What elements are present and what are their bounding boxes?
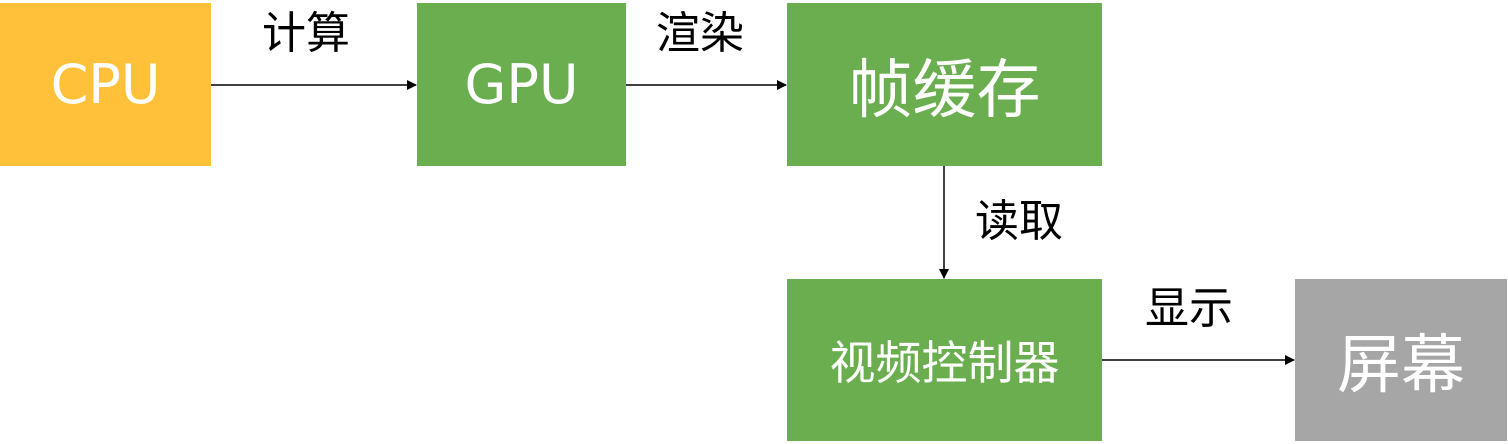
edge-label-compute: 计算 [262,8,350,59]
edge-label-render: 渲染 [656,8,744,59]
cpu-label: CPU [50,53,161,116]
frame-buffer-label: 帧缓存 [848,53,1041,128]
edge-label-display: 显示 [1145,283,1233,334]
frame-buffer-box: 帧缓存 [787,3,1102,166]
cpu-box: CPU [0,3,211,166]
edge-label-read: 读取 [975,196,1063,247]
video-controller-label: 视频控制器 [829,336,1060,390]
screen-box: 屏幕 [1295,279,1507,441]
gpu-label: GPU [464,53,579,116]
gpu-box: GPU [417,3,626,166]
screen-label: 屏幕 [1337,329,1465,403]
video-controller-box: 视频控制器 [787,279,1102,441]
